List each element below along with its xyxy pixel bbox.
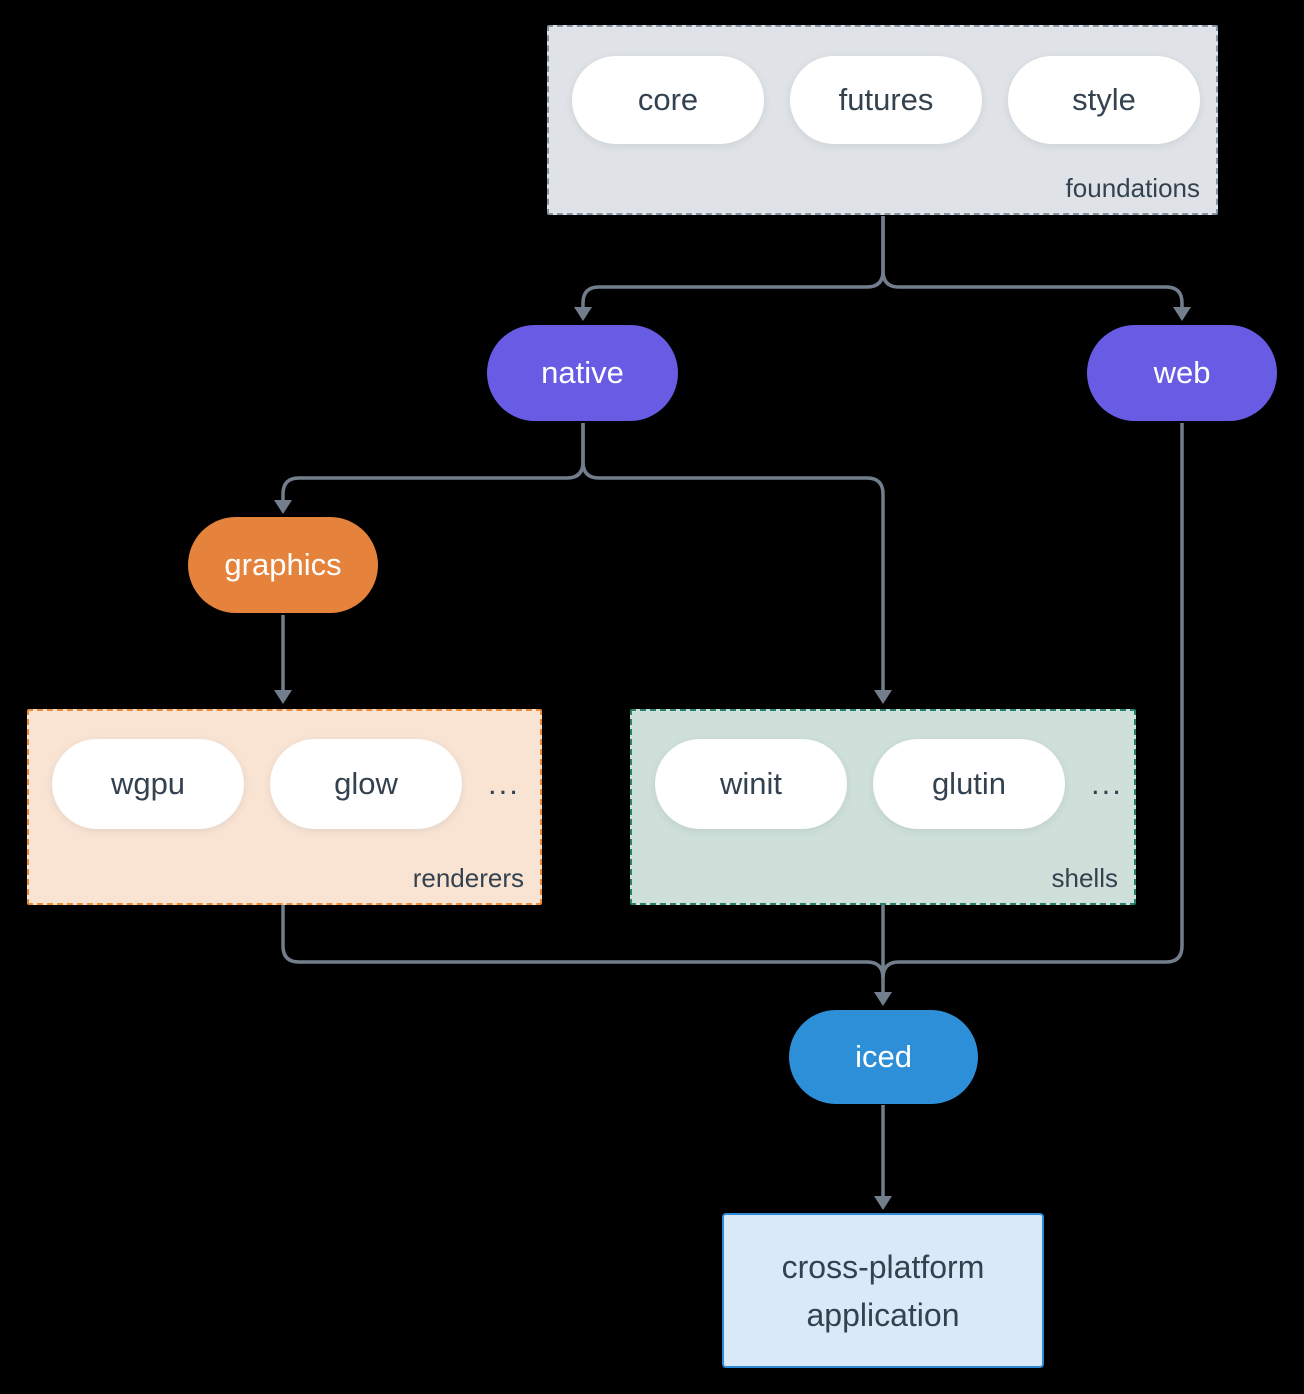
node-glow: glow (270, 739, 462, 829)
node-cross-platform-application: cross-platform application (722, 1213, 1044, 1368)
connector-foundations-native (581, 216, 885, 307)
connector-web-iced (881, 423, 1184, 979)
connector-foundations-web (881, 216, 1184, 307)
arrowhead-shells (874, 690, 892, 704)
shells-ellipsis: ... (1091, 766, 1123, 801)
renderers-ellipsis: ... (488, 766, 520, 801)
connector-native-shells (581, 423, 885, 690)
shells-label: shells (1051, 863, 1118, 893)
connector-renderers-iced (281, 904, 885, 979)
node-iced: iced (789, 1010, 978, 1104)
node-style: style (1008, 56, 1200, 144)
node-wgpu: wgpu (52, 739, 244, 829)
group-foundations: core futures style foundations (547, 25, 1218, 215)
arrowhead-web (1173, 307, 1191, 321)
renderers-pill-row: wgpu glow ... (29, 711, 540, 829)
node-futures: futures (790, 56, 982, 144)
connector-native-graphics (281, 423, 585, 500)
node-core: core (572, 56, 764, 144)
arrowhead-iced (874, 992, 892, 1006)
arrowhead-renderers (274, 690, 292, 704)
renderers-label: renderers (412, 863, 524, 893)
group-renderers: wgpu glow ... renderers (27, 709, 542, 905)
node-glutin: glutin (873, 739, 1065, 829)
node-web: web (1087, 325, 1277, 421)
arrowhead-native (574, 307, 592, 321)
node-graphics: graphics (188, 517, 378, 613)
arrowhead-graphics (274, 500, 292, 514)
foundations-pill-row: core futures style (549, 27, 1216, 144)
foundations-label: foundations (1065, 173, 1200, 203)
application-label-line2: application (806, 1296, 960, 1333)
arrowhead-application (874, 1196, 892, 1210)
shells-pill-row: winit glutin ... (632, 711, 1134, 829)
application-label-line1: cross-platform (781, 1248, 985, 1285)
node-winit: winit (655, 739, 847, 829)
group-shells: winit glutin ... shells (630, 709, 1136, 905)
node-native: native (487, 325, 678, 421)
